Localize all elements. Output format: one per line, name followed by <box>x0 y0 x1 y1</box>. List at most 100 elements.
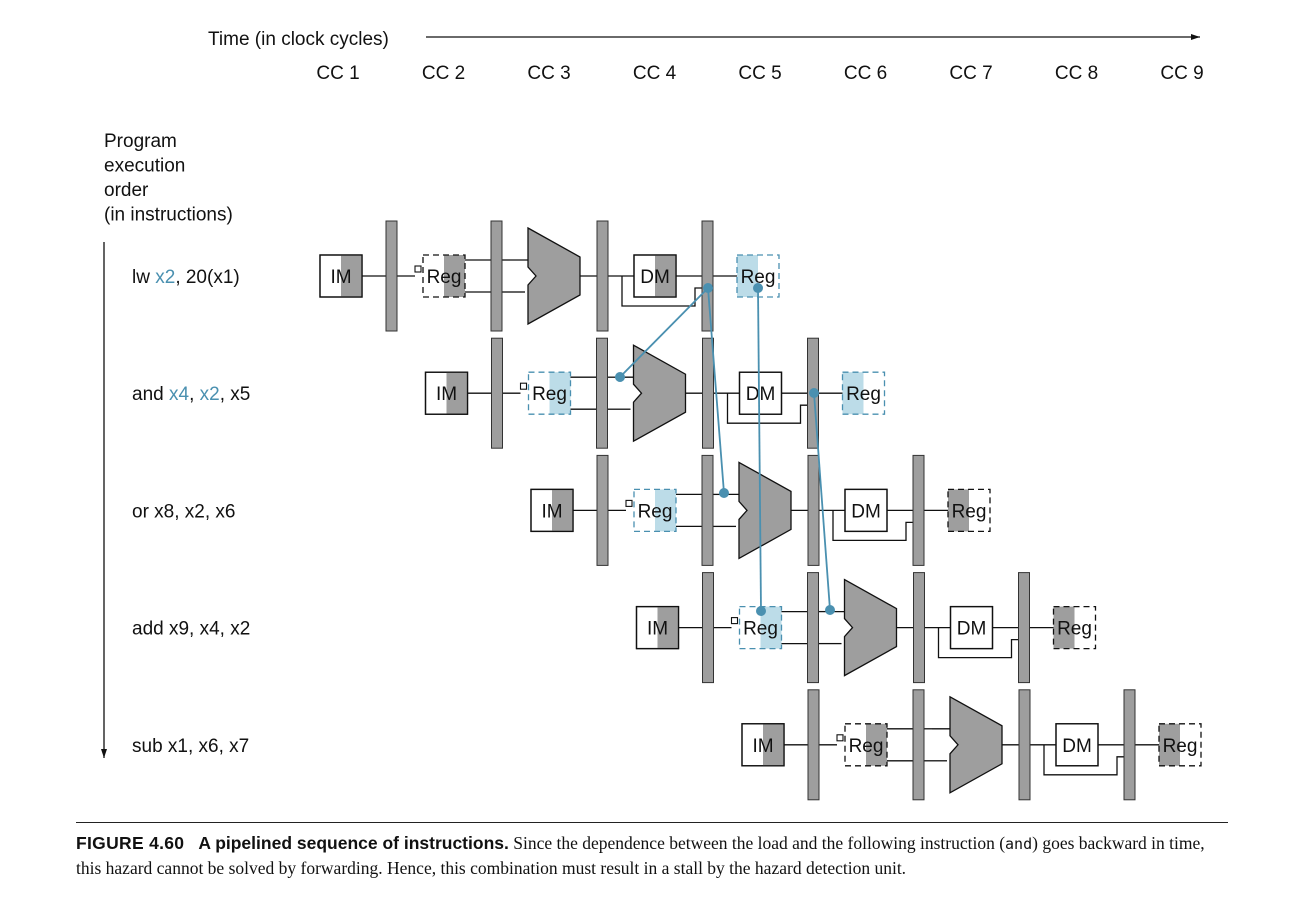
wire <box>621 276 702 307</box>
forwarding-dot <box>719 488 729 498</box>
reg-read-label: Reg <box>743 619 778 640</box>
forwarding-line <box>707 287 725 494</box>
instruction-token: or x8, x2, x6 <box>132 501 236 522</box>
im-label: IM <box>647 619 668 640</box>
instruction-token: x4 <box>169 384 190 405</box>
dm-outline <box>949 605 994 650</box>
reg-write-label: Reg <box>846 384 881 405</box>
im-label: IM <box>541 501 562 522</box>
write-port-marker <box>836 734 844 742</box>
reg-read-shade <box>866 723 887 766</box>
reg-write-shade <box>842 372 864 415</box>
write-port-marker <box>414 265 422 273</box>
pipeline-register <box>701 220 714 332</box>
write-port-marker <box>519 382 528 390</box>
cycle-label: CC 9 <box>1160 63 1203 84</box>
pipeline-register <box>912 689 925 801</box>
cycle-label: CC 3 <box>527 63 570 84</box>
wire <box>726 393 808 424</box>
forwarding-dot <box>825 605 835 615</box>
wire <box>937 627 1019 659</box>
forwarding-dot <box>703 283 713 293</box>
pipeline-register <box>807 689 820 801</box>
cycle-label: CC 6 <box>844 63 887 84</box>
instruction-label: or x8, x2, x6 <box>132 501 236 522</box>
pipeline-register <box>491 337 503 449</box>
reg-read-box <box>633 488 677 533</box>
dm-outline <box>738 371 783 415</box>
reg-read-box <box>844 723 888 767</box>
forwarding-dot <box>756 606 766 616</box>
instruction-token: x2 <box>200 384 220 405</box>
reg-read-label: Reg <box>532 384 567 405</box>
dm-label: DM <box>640 267 670 288</box>
reg-read-box <box>527 371 572 415</box>
im-outline <box>635 605 680 650</box>
caption-text-before: Since the dependence between the load an… <box>513 833 1006 853</box>
pipeline-register <box>913 572 925 684</box>
reg-write-shade <box>948 489 969 532</box>
pipeline-register <box>1018 572 1030 684</box>
pipeline-register <box>912 454 925 566</box>
caption-code: and <box>1005 835 1033 853</box>
dm-label: DM <box>1062 736 1092 757</box>
im-outline <box>530 488 574 533</box>
forwarding-line <box>619 287 709 378</box>
instruction-token: , x5 <box>220 384 251 405</box>
instruction-token: x2 <box>155 267 175 288</box>
pipeline-register <box>702 337 714 449</box>
im-outline <box>319 254 363 298</box>
pipeline-register <box>490 220 503 332</box>
im-outline <box>424 371 469 415</box>
dm-outline <box>844 488 888 533</box>
instruction-label: and x4, x2, x5 <box>132 384 250 405</box>
reg-read-shade <box>760 606 782 649</box>
dm-label: DM <box>851 501 881 522</box>
pipeline-register <box>1123 689 1136 801</box>
forwarding-dot <box>615 372 625 382</box>
reg-write-shade <box>1053 606 1075 649</box>
forwarding-paths <box>615 283 835 616</box>
pipeline-register <box>596 220 609 332</box>
pipeline-register <box>807 572 819 684</box>
instruction-token: , 20(x1) <box>175 267 239 288</box>
instruction-token: add x9, x4, x2 <box>132 619 250 640</box>
wire <box>832 510 913 542</box>
pipeline-register <box>385 220 398 332</box>
alu <box>843 578 898 677</box>
im-outline <box>741 723 785 767</box>
cycle-label: CC 4 <box>633 63 677 84</box>
alu <box>632 344 687 443</box>
reg-read-shade <box>549 372 571 415</box>
reg-write-box <box>1052 605 1097 650</box>
pipeline-register <box>702 572 714 684</box>
alu <box>527 226 581 326</box>
cycle-label: CC 5 <box>738 63 781 84</box>
cycle-label: CC 7 <box>949 63 992 84</box>
dm-label: DM <box>746 384 776 405</box>
figure-title: A pipelined sequence of instructions. <box>198 833 509 853</box>
reg-write-shade <box>1159 723 1180 766</box>
reg-read-label: Reg <box>849 736 884 757</box>
alu <box>738 461 792 560</box>
instruction-token: sub x1, x6, x7 <box>132 736 249 757</box>
reg-write-label: Reg <box>1163 736 1198 757</box>
instruction-token: , <box>189 384 200 405</box>
reg-write-shade <box>737 255 758 297</box>
pipeline-register <box>701 454 714 566</box>
reg-write-box <box>1158 723 1202 767</box>
pipeline-register <box>807 454 820 566</box>
write-port-marker <box>730 617 739 625</box>
im-shade <box>341 255 362 297</box>
reg-write-label: Reg <box>1057 619 1092 640</box>
im-shade <box>446 372 468 415</box>
